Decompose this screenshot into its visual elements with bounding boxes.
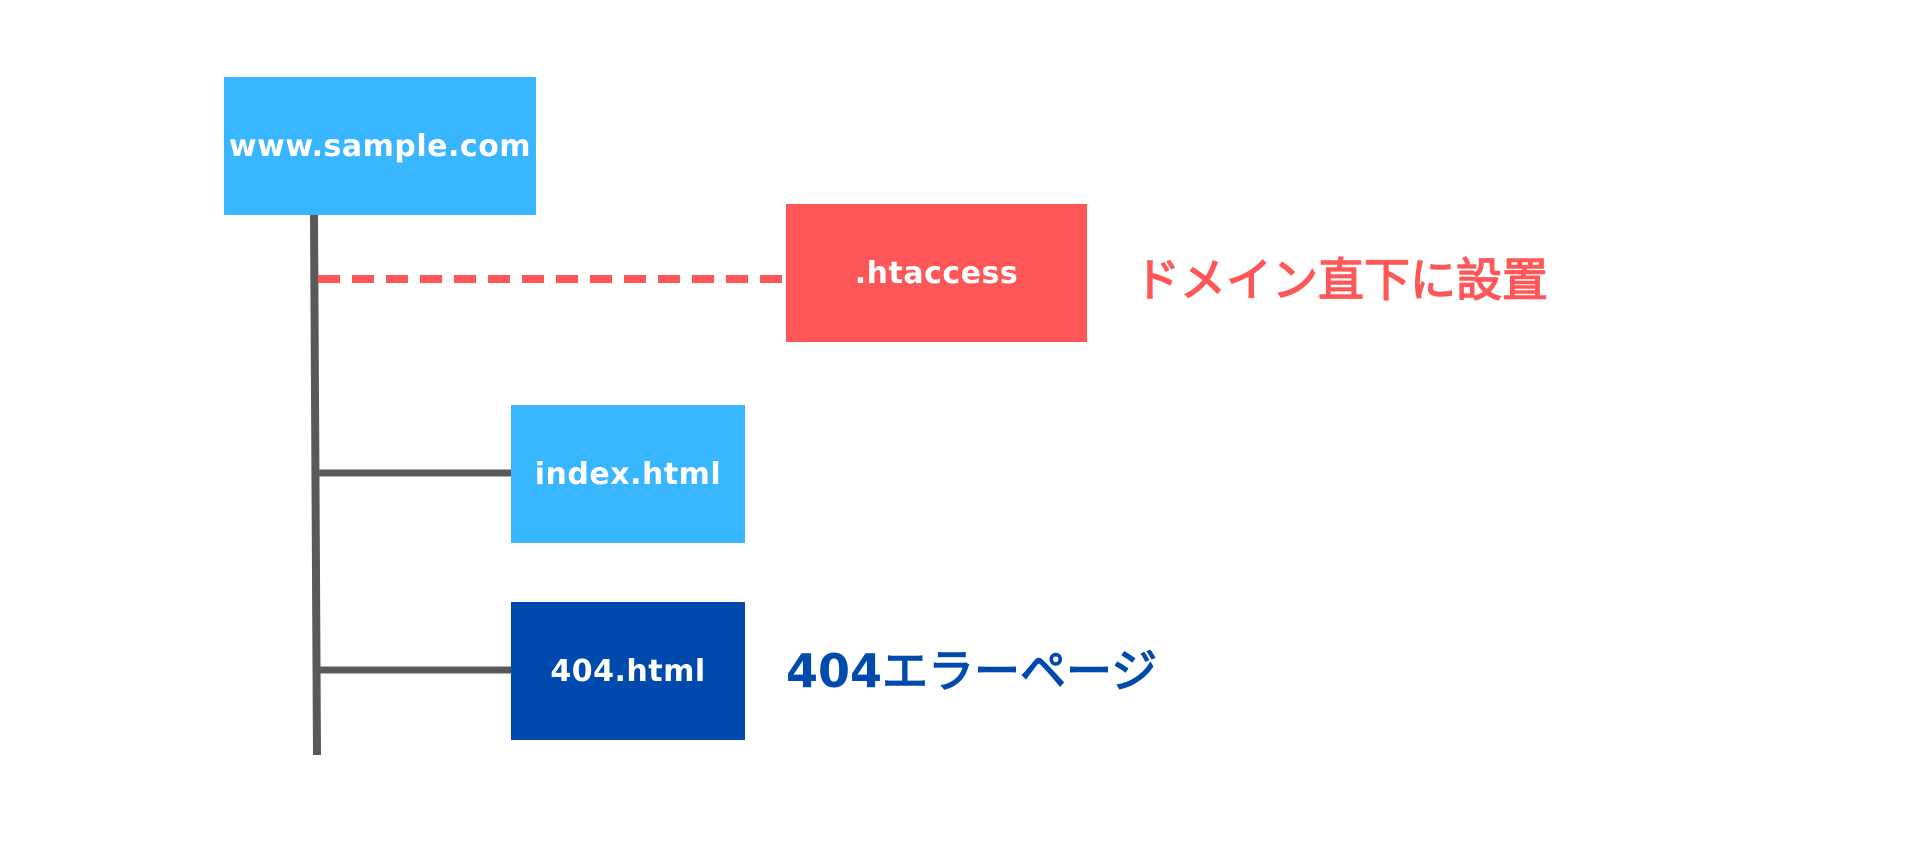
node-404-label: 404.html	[550, 653, 706, 689]
htaccess-annotation: ドメイン直下に設置	[1134, 253, 1548, 307]
error-page-annotation: 404エラーページ	[786, 644, 1158, 698]
node-index-label: index.html	[534, 456, 722, 492]
trunk-line	[310, 214, 321, 756]
node-htaccess-label: .htaccess	[854, 255, 1019, 291]
node-404-html: 404.html	[511, 602, 745, 740]
node-root-domain: www.sample.com	[224, 77, 536, 215]
node-root-label: www.sample.com	[228, 128, 532, 164]
node-htaccess: .htaccess	[786, 204, 1087, 342]
node-index-html: index.html	[511, 405, 745, 543]
